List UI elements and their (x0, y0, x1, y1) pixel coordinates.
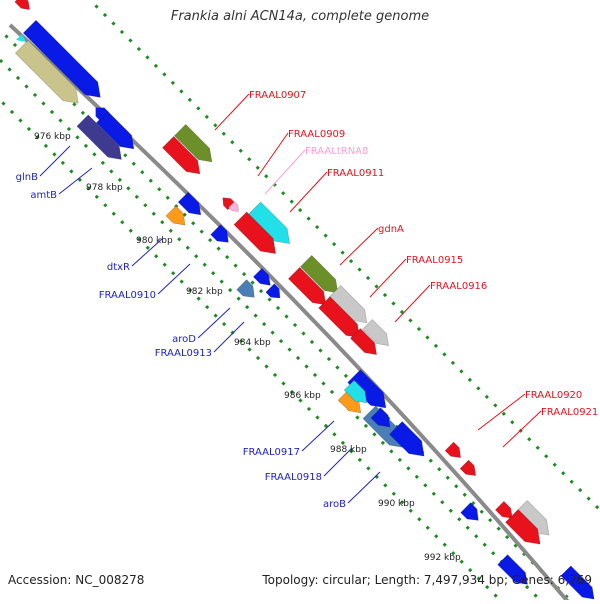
feature-red-small (222, 197, 236, 211)
gene-label-13: aroD (172, 334, 196, 345)
feature-olive-1 (14, 39, 79, 104)
tick-label-8: 992 kbp (424, 553, 461, 563)
gene-label-6: FRAAL0916 (430, 281, 487, 292)
feature-cyan-marker (16, 34, 26, 42)
feature-red-top (14, 0, 31, 11)
dotted-line-outer-1 (87, 0, 600, 513)
gene-label-2: FRAALtRNA8 (305, 146, 368, 157)
tick-label-4: 984 kbp (234, 338, 271, 348)
feature-gray-2 (362, 319, 389, 346)
leader-line-9 (39, 145, 71, 177)
tick-label-1: 978 kbp (86, 183, 123, 193)
gene-features (14, 0, 595, 600)
gene-label-0: FRAAL0907 (249, 90, 306, 101)
leader-line-1 (257, 132, 289, 177)
leader-line-13 (197, 307, 231, 339)
feature-cyan-2 (343, 379, 368, 404)
dotted-line-inner-1 (0, 97, 507, 604)
tick-label-0: 976 kbp (34, 132, 71, 142)
leader-line-2 (264, 149, 306, 195)
feature-blue-small-1 (95, 107, 109, 121)
gene-label-9: glnB (16, 172, 38, 183)
backbone-curve (8, 23, 573, 604)
leader-line-14 (213, 321, 245, 353)
gene-label-14: FRAAL0913 (155, 348, 212, 359)
leader-line-11 (131, 237, 164, 267)
gene-label-7: FRAAL0920 (525, 390, 582, 401)
gene-label-12: FRAAL0910 (99, 290, 156, 301)
gene-label-8: FRAAL0921 (541, 407, 598, 418)
gene-label-16: FRAAL0918 (265, 472, 322, 483)
gene-label-10: amtB (30, 190, 57, 201)
feature-blue-9 (497, 554, 528, 585)
gene-label-1: FRAAL0909 (288, 129, 345, 140)
leader-line-6 (394, 284, 431, 323)
feature-blue-arob (389, 421, 425, 457)
feature-blue-3 (177, 191, 202, 216)
tick-label-7: 990 kbp (378, 499, 415, 509)
feature-steel-arod (236, 279, 255, 298)
gene-label-11: dtxR (107, 262, 130, 273)
feature-red-gdna-2 (288, 267, 327, 306)
feature-pink-trna (228, 201, 239, 212)
leader-line-8 (502, 410, 542, 448)
feature-blue-8 (460, 502, 479, 521)
tick-label-3: 982 kbp (186, 287, 223, 297)
feature-cyan-gdna (247, 201, 291, 245)
leader-line-0 (214, 93, 250, 131)
tick-label-5: 986 kbp (284, 391, 321, 401)
leader-line-7 (477, 393, 526, 431)
feature-red-fraal0921 (459, 459, 477, 477)
feature-blue-glnb-region (22, 19, 101, 98)
feature-blue-2 (96, 111, 135, 150)
feature-red-3 (350, 328, 377, 355)
kbp-tick-labels: 976 kbp 978 kbp 980 kbp 982 kbp 984 kbp 986 k… (34, 132, 461, 563)
tick-label-2: 980 kbp (136, 236, 173, 246)
leader-line-10 (58, 167, 93, 195)
feature-blue-4 (210, 224, 229, 243)
feature-orange-dtxr (165, 205, 186, 226)
leader-line-4 (339, 227, 379, 266)
gene-label-17: aroB (323, 499, 346, 510)
feature-red-fraal0920 (444, 441, 462, 459)
feature-darkblue-amtb (76, 114, 122, 160)
map-title: Frankia alni ACN14a, complete genome (170, 9, 430, 24)
leader-line-15 (301, 420, 335, 452)
feature-red-4 (494, 500, 513, 519)
gene-label-15: FRAAL0917 (243, 447, 300, 458)
accession-text: Accession: NC_008278 (8, 573, 145, 587)
feature-green-fraal0915 (300, 255, 339, 294)
gene-label-3: FRAAL0911 (327, 168, 384, 179)
feature-blue-7 (370, 407, 391, 428)
feature-blue-10 (560, 565, 595, 600)
leader-line-12 (157, 263, 191, 295)
gene-label-5: FRAAL0915 (406, 255, 463, 266)
feature-blue-5 (252, 267, 271, 286)
feature-blue-fraal0917 (347, 369, 387, 409)
leader-line-16 (323, 447, 353, 477)
genome-summary-text: Topology: circular; Length: 7,497,934 bp… (262, 573, 592, 587)
feature-green-fraal0907 (174, 124, 213, 163)
leader-line-17 (347, 471, 381, 504)
leader-line-3 (289, 171, 328, 213)
feature-red-5 (505, 509, 541, 545)
genome-backbone (8, 23, 573, 604)
feature-gray-1 (329, 285, 368, 324)
leader-line-5 (369, 258, 407, 298)
feature-red-fraal0909 (162, 136, 201, 175)
gene-label-4: gdnA (378, 224, 404, 235)
feature-red-fraal0911 (233, 211, 277, 255)
feature-blue-6 (265, 283, 281, 299)
tick-label-6: 988 kbp (330, 445, 367, 455)
